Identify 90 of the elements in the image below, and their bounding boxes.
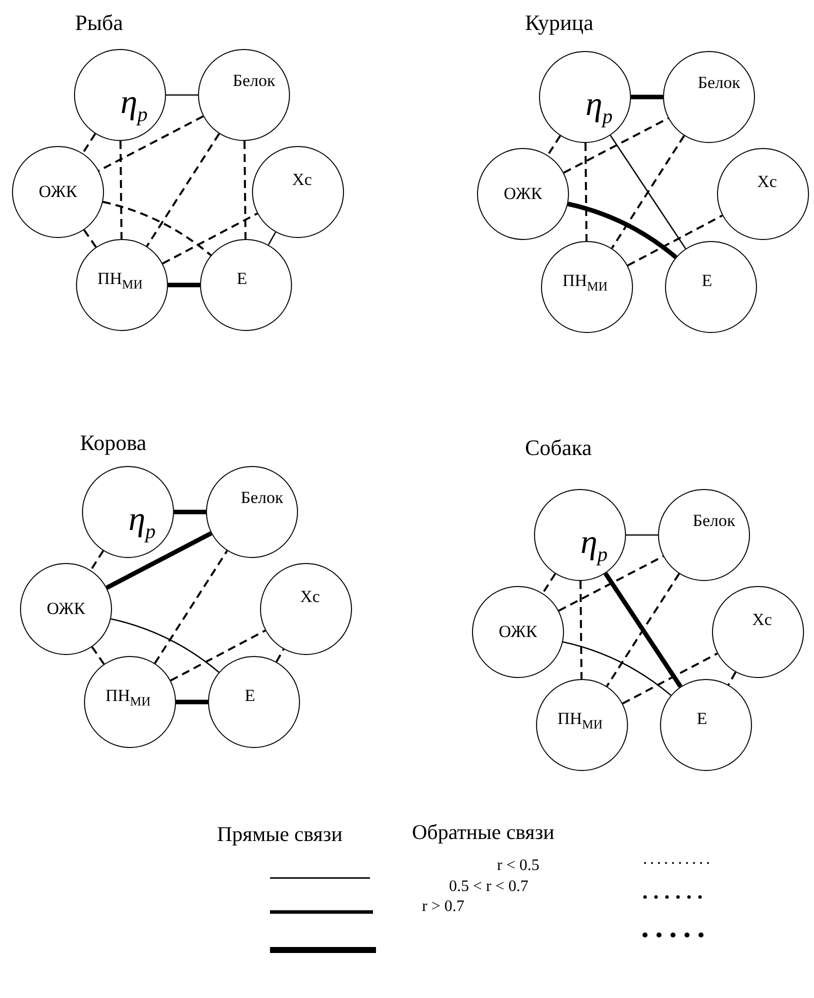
variable-label: ПН$_{МИ}$ bbox=[97, 269, 143, 293]
variable-label: ПН$_{МИ}$ bbox=[562, 271, 608, 295]
variable-circle bbox=[84, 656, 176, 748]
variable-circle bbox=[208, 656, 300, 748]
variable-circle bbox=[472, 586, 564, 678]
variable-circle bbox=[477, 148, 569, 240]
variable-label: Белок bbox=[232, 71, 276, 91]
correlation-line bbox=[567, 202, 678, 260]
correlation-line bbox=[174, 510, 206, 514]
correlation-line bbox=[98, 115, 204, 172]
variable-circle bbox=[712, 586, 804, 678]
panel-title: Собака bbox=[525, 435, 592, 461]
correlation-line bbox=[83, 229, 97, 248]
correlation-line bbox=[176, 700, 208, 704]
variable-circle bbox=[74, 49, 166, 141]
correlation-line bbox=[546, 135, 562, 156]
variable-label: ПН$_{МИ}$ bbox=[557, 709, 603, 733]
variable-label: Хс bbox=[300, 587, 320, 607]
variable-label: ОЖК bbox=[498, 622, 538, 642]
variable-label: Е bbox=[236, 269, 248, 289]
variable-circle bbox=[82, 466, 174, 558]
legend-text: r < 0.5 bbox=[497, 857, 540, 875]
correlation-line bbox=[90, 550, 104, 571]
variable-circle bbox=[206, 466, 298, 558]
correlation-line bbox=[579, 580, 583, 680]
variable-circle bbox=[536, 679, 628, 771]
variable-circle bbox=[534, 489, 626, 581]
panel-title: Корова bbox=[80, 430, 146, 456]
variable-label: Е bbox=[702, 271, 712, 291]
variable-circle bbox=[252, 146, 344, 238]
correlation-line bbox=[584, 142, 588, 242]
correlation-line bbox=[243, 140, 247, 240]
variable-label: Белок bbox=[692, 511, 736, 531]
correlation-line bbox=[162, 212, 258, 264]
variable-circle bbox=[200, 239, 292, 331]
variable-circle bbox=[663, 51, 755, 143]
panel-title: Рыба bbox=[75, 10, 123, 36]
correlation-line bbox=[168, 282, 200, 288]
variable-label: Хс bbox=[292, 170, 312, 190]
variable-circle bbox=[260, 563, 352, 655]
variable-label: Белок bbox=[698, 73, 740, 93]
correlation-line bbox=[82, 133, 96, 154]
variable-circle bbox=[12, 146, 104, 238]
correlation-line bbox=[562, 641, 672, 696]
panel-title: Курица bbox=[525, 10, 594, 36]
correlation-line bbox=[146, 133, 220, 247]
correlation-line bbox=[268, 232, 276, 246]
legend-text: r > 0.7 bbox=[422, 898, 464, 916]
correlation-line bbox=[166, 94, 198, 96]
correlation-line bbox=[170, 630, 266, 682]
correlation-line bbox=[542, 573, 556, 594]
correlation-line bbox=[119, 140, 123, 240]
variable-label: Е bbox=[696, 709, 708, 729]
correlation-line bbox=[626, 534, 658, 536]
variable-circle bbox=[660, 679, 752, 771]
variable-label: Белок bbox=[240, 488, 284, 508]
variable-label: η$_{p}$ bbox=[580, 524, 608, 566]
variable-circle bbox=[20, 563, 112, 655]
variable-label: Е bbox=[244, 686, 256, 706]
variable-circle bbox=[198, 49, 290, 141]
variable-circle bbox=[76, 239, 168, 331]
correlation-line bbox=[728, 672, 736, 686]
variable-label: η$_{p}$ bbox=[585, 86, 613, 128]
variable-circle bbox=[665, 241, 757, 333]
variable-label: ОЖК bbox=[504, 184, 542, 204]
variable-circle bbox=[539, 51, 631, 143]
correlation-line bbox=[91, 646, 105, 665]
legend-text: 0.5 < r < 0.7 bbox=[449, 878, 528, 896]
variable-label: ОЖК bbox=[46, 599, 86, 619]
correlation-line bbox=[276, 648, 284, 662]
correlation-line bbox=[627, 214, 723, 266]
variable-label: Хс bbox=[757, 172, 777, 192]
variable-label: η$_{p}$ bbox=[128, 500, 156, 544]
variable-circle bbox=[541, 241, 633, 333]
correlation-line bbox=[558, 555, 664, 612]
variable-label: η$_{p}$ bbox=[120, 84, 148, 126]
variable-label: Хс bbox=[752, 610, 772, 630]
correlation-line bbox=[102, 200, 212, 256]
correlation-line bbox=[631, 94, 663, 100]
variable-label: ОЖК bbox=[38, 182, 78, 202]
correlation-line bbox=[154, 550, 228, 664]
correlation-line bbox=[110, 618, 220, 673]
variable-circle bbox=[658, 489, 750, 581]
correlation-line bbox=[563, 117, 669, 174]
legend-heading: Обратные связи bbox=[412, 820, 554, 845]
correlation-line bbox=[106, 531, 212, 590]
variable-circle bbox=[717, 148, 809, 240]
correlation-line bbox=[622, 652, 718, 704]
legend-heading: Прямые связи bbox=[217, 822, 342, 847]
variable-label: ПН$_{МИ}$ bbox=[105, 686, 151, 710]
